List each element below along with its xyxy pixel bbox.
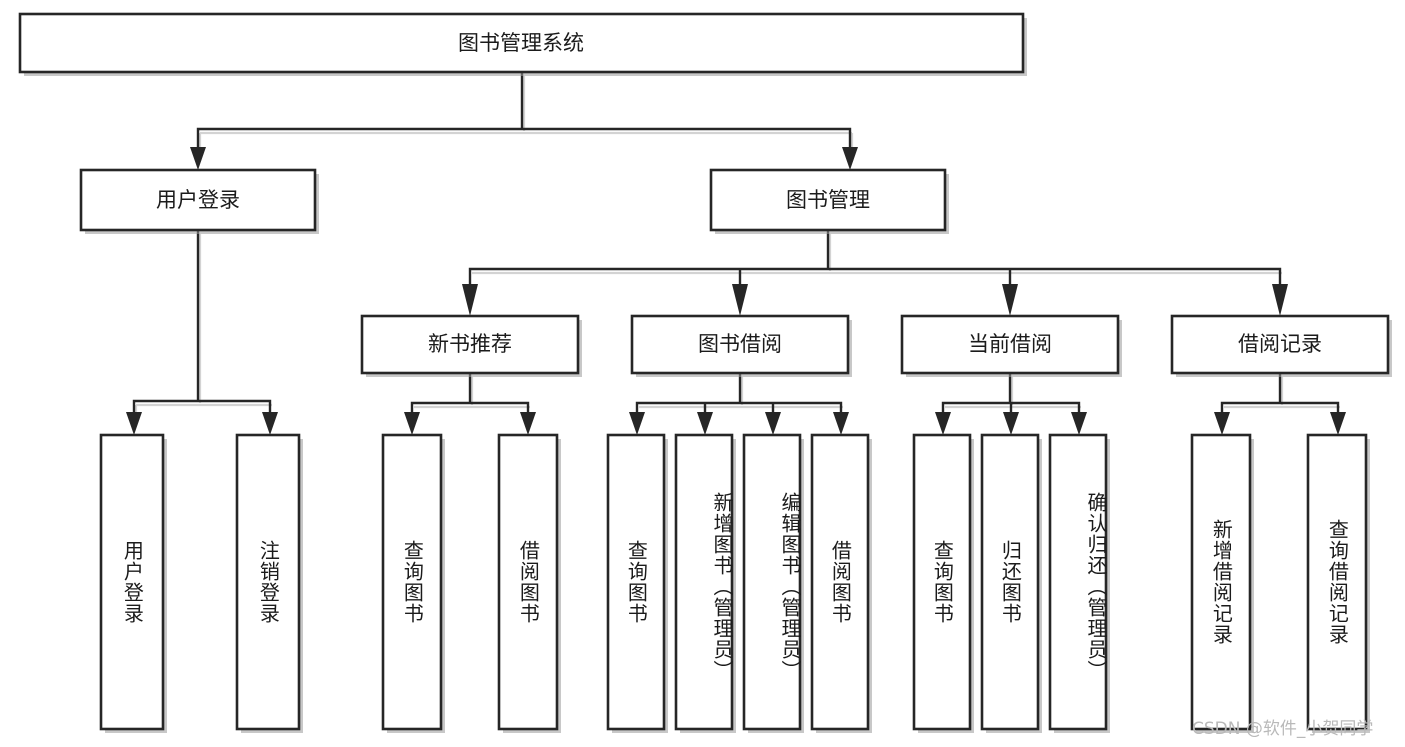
connector-layer — [126, 72, 1346, 435]
node-book-borrow-label: 图书借阅 — [698, 332, 782, 356]
arrow-to-leaf-confirm-return — [1071, 412, 1087, 435]
node-leaf-logout[interactable] — [235, 433, 303, 733]
connector-root-shadow — [198, 76, 854, 150]
arrow-to-leaf-edit-book — [765, 412, 781, 435]
node-leaf-return-book-box — [980, 433, 1040, 731]
arrow-to-leaf-query-record — [1330, 412, 1346, 435]
node-root[interactable]: 图书管理系统 — [18, 12, 1027, 76]
arrow-to-leaf-query-book-3 — [935, 412, 951, 435]
arrow-to-leaf-query-book-1 — [404, 412, 420, 435]
node-current-borrow[interactable]: 当前借阅 — [900, 314, 1122, 377]
node-leaf-query-book-1-box — [381, 433, 443, 731]
node-leaf-query-book-2[interactable] — [606, 433, 668, 733]
node-current-borrow-box — [900, 314, 1120, 375]
arrow-to-leaf-query-book-2 — [629, 412, 645, 435]
arrow-to-book-manage — [842, 147, 858, 170]
node-leaf-borrow-book-1[interactable] — [497, 433, 561, 733]
node-leaf-borrow-book-2-box — [810, 433, 870, 731]
connector-book-manage-children — [468, 230, 1282, 288]
node-leaf-query-record-box — [1306, 433, 1368, 731]
connector-user-login-children — [132, 230, 272, 416]
arrow-to-leaf-borrow-book-1 — [520, 412, 536, 435]
arrow-to-current-borrow — [1002, 284, 1018, 316]
node-leaf-add-record[interactable] — [1190, 433, 1254, 733]
node-root-label: 图书管理系统 — [458, 31, 584, 55]
connector-root-to-level2 — [196, 72, 852, 150]
node-user-login-label: 用户登录 — [156, 188, 240, 212]
arrow-to-leaf-return-book — [1003, 412, 1019, 435]
connector-new-book-shadow — [414, 377, 530, 409]
connector-borrow-record-shadow — [1224, 377, 1340, 409]
node-leaf-query-record[interactable] — [1306, 433, 1370, 733]
node-leaf-edit-book[interactable] — [742, 433, 804, 733]
node-book-borrow[interactable]: 图书借阅 — [630, 314, 852, 377]
node-book-manage[interactable]: 图书管理 — [709, 168, 949, 234]
connector-book-manage-shadow — [472, 234, 1282, 275]
arrow-to-leaf-borrow-book-2 — [833, 412, 849, 435]
node-leaf-add-record-box — [1190, 433, 1252, 731]
node-leaf-add-book-box — [674, 433, 734, 731]
node-user-login-box — [79, 168, 317, 232]
connector-borrow-record-children — [1220, 373, 1340, 416]
arrow-to-book-borrow — [732, 284, 748, 316]
node-leaf-user-login-box — [99, 433, 165, 731]
node-root-box — [18, 12, 1025, 74]
node-current-borrow-label: 当前借阅 — [968, 332, 1052, 356]
arrow-to-user-login — [190, 147, 206, 170]
node-leaf-borrow-book-2[interactable] — [810, 433, 872, 733]
arrow-to-leaf-user-login — [126, 412, 142, 435]
node-leaf-user-login[interactable] — [99, 433, 167, 733]
connector-book-borrow-children — [635, 373, 843, 416]
node-leaf-return-book[interactable] — [980, 433, 1042, 733]
arrow-to-leaf-add-book — [697, 412, 713, 435]
watermark-text: CSDN @软件_小贺同学 — [1192, 719, 1374, 739]
node-leaf-confirm-return-box — [1048, 433, 1108, 731]
arrow-to-leaf-add-record — [1214, 412, 1230, 435]
node-leaf-query-book-3-box — [912, 433, 972, 731]
node-user-login[interactable]: 用户登录 — [79, 168, 319, 234]
node-borrow-record-label: 借阅记录 — [1238, 332, 1322, 356]
arrow-to-new-book-rec — [462, 284, 478, 316]
node-leaf-query-book-1[interactable] — [381, 433, 445, 733]
node-book-manage-label: 图书管理 — [786, 188, 870, 212]
connector-user-login-shadow — [134, 234, 272, 416]
node-leaf-borrow-book-1-box — [497, 433, 559, 731]
node-book-borrow-box — [630, 314, 850, 375]
node-borrow-record[interactable]: 借阅记录 — [1170, 314, 1392, 377]
connector-current-borrow-children — [941, 373, 1081, 416]
connector-book-borrow-shadow — [639, 377, 843, 409]
node-leaf-edit-book-box — [742, 433, 802, 731]
node-new-book-rec-box — [360, 314, 580, 375]
node-leaf-add-book[interactable] — [674, 433, 736, 733]
node-leaf-query-book-3[interactable] — [912, 433, 974, 733]
node-new-book-rec[interactable]: 新书推荐 — [360, 314, 582, 377]
node-leaf-query-book-2-box — [606, 433, 666, 731]
node-borrow-record-box — [1170, 314, 1390, 375]
node-leaf-confirm-return[interactable] — [1048, 433, 1110, 733]
connector-current-borrow-shadow — [945, 377, 1081, 409]
arrow-to-borrow-record — [1272, 284, 1288, 316]
arrow-to-leaf-logout — [262, 412, 278, 435]
connector-new-book-children — [410, 373, 530, 416]
node-leaf-logout-box — [235, 433, 301, 731]
node-new-book-rec-label: 新书推荐 — [428, 332, 512, 356]
node-book-manage-box — [709, 168, 947, 232]
